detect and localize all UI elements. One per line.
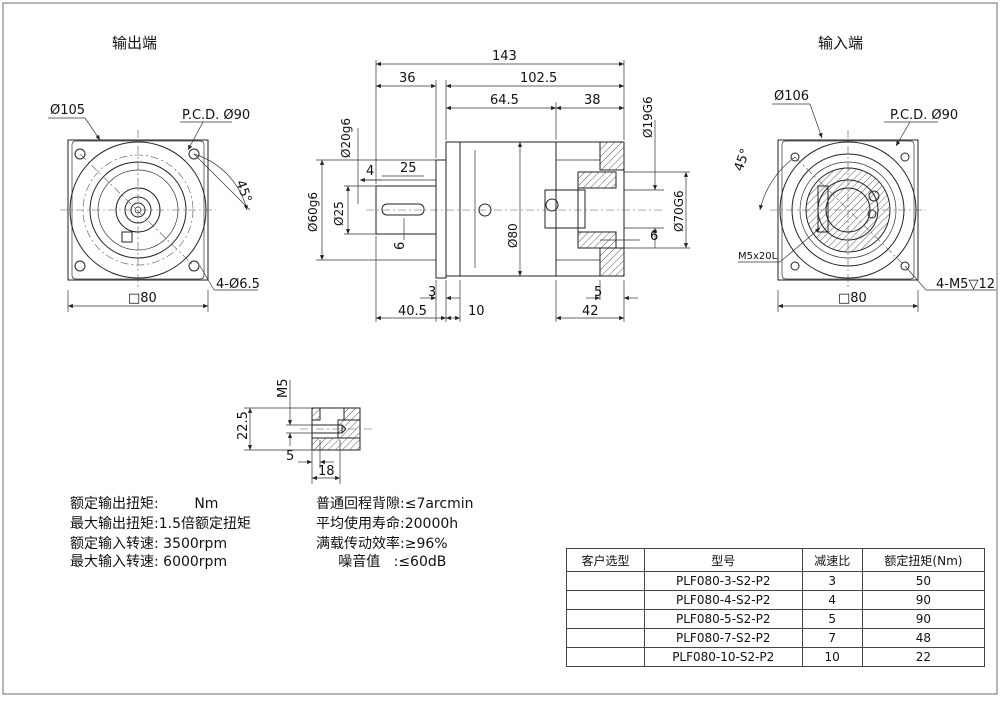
dim-10: 10 bbox=[468, 304, 485, 319]
output-square-label: □80 bbox=[128, 291, 157, 306]
spec-life: 平均使用寿命:20000h bbox=[316, 516, 459, 532]
table-header-row: 客户选型 型号 减速比 额定扭矩(Nm) bbox=[566, 548, 986, 572]
input-holes-label: 4-M5▽12 bbox=[936, 277, 995, 292]
dim-phi70: Ø70G6 bbox=[672, 190, 686, 232]
input-screw-label: M5x20L bbox=[738, 251, 778, 262]
cell-ratio: 4 bbox=[801, 590, 863, 610]
model-selection-table: 客户选型 型号 减速比 额定扭矩(Nm) PLF080-3-S2-P2 3 50… bbox=[566, 548, 986, 667]
header-model: 型号 bbox=[643, 548, 803, 572]
cell-model: PLF080-4-S2-P2 bbox=[643, 590, 803, 610]
detail-22-5-label: 22.5 bbox=[236, 411, 251, 440]
cell-model: PLF080-10-S2-P2 bbox=[643, 647, 803, 667]
dim-phi20: Ø20g6 bbox=[339, 118, 353, 158]
header-torque: 额定扭矩(Nm) bbox=[861, 548, 986, 572]
input-angle-label: 45° bbox=[732, 147, 754, 174]
dim-38: 38 bbox=[584, 93, 601, 108]
detail-m5-label: M5 bbox=[276, 379, 291, 399]
cell-ratio: 3 bbox=[801, 571, 863, 591]
output-angle-label: 45° bbox=[232, 178, 254, 205]
dim-40-5: 40.5 bbox=[398, 304, 427, 319]
cell-torque: 22 bbox=[861, 647, 986, 667]
shaft-end-detail bbox=[244, 380, 372, 484]
header-ratio: 减速比 bbox=[801, 548, 863, 572]
dim-phi80: Ø80 bbox=[506, 223, 520, 248]
output-end-title: 输出端 bbox=[112, 34, 157, 52]
output-dia105-label: Ø105 bbox=[50, 103, 85, 118]
table-row: PLF080-4-S2-P2 4 90 bbox=[566, 590, 986, 610]
dim-phi25: Ø25 bbox=[332, 201, 346, 226]
dim-4: 4 bbox=[366, 164, 374, 179]
output-end-view bbox=[48, 117, 258, 312]
spec-max-torque: 最大输出扭矩:1.5倍额定扭矩 bbox=[70, 516, 251, 532]
dim-phi19: Ø19G6 bbox=[641, 96, 655, 138]
cell-torque: 90 bbox=[861, 609, 986, 629]
cell-select[interactable] bbox=[566, 571, 645, 591]
table-row: PLF080-3-S2-P2 3 50 bbox=[566, 571, 986, 591]
cell-select[interactable] bbox=[566, 628, 645, 648]
dim-102-5: 102.5 bbox=[520, 71, 557, 86]
cell-torque: 90 bbox=[861, 590, 986, 610]
cell-ratio: 10 bbox=[801, 647, 863, 667]
detail-18-label: 18 bbox=[318, 464, 335, 479]
spec-rated-speed: 额定输入转速: 3500rpm bbox=[70, 536, 228, 552]
dim-25: 25 bbox=[400, 161, 417, 176]
cell-select[interactable] bbox=[566, 590, 645, 610]
cell-model: PLF080-3-S2-P2 bbox=[643, 571, 803, 591]
input-dia106-label: Ø106 bbox=[774, 89, 809, 104]
cell-torque: 48 bbox=[861, 628, 986, 648]
dim-6b: 6 bbox=[650, 229, 658, 244]
dim-143: 143 bbox=[492, 49, 517, 64]
input-end-view bbox=[738, 103, 996, 312]
dim-3: 3 bbox=[428, 285, 436, 300]
cell-select[interactable] bbox=[566, 609, 645, 629]
cell-ratio: 5 bbox=[801, 609, 863, 629]
output-pcd-label: P.C.D. Ø90 bbox=[182, 108, 250, 123]
cell-ratio: 7 bbox=[801, 628, 863, 648]
dim-phi60: Ø60g6 bbox=[306, 192, 320, 232]
dim-42: 42 bbox=[582, 304, 599, 319]
input-square-label: □80 bbox=[838, 291, 867, 306]
cell-model: PLF080-5-S2-P2 bbox=[643, 609, 803, 629]
dim-6: 6 bbox=[393, 242, 408, 250]
spec-noise: 噪音值 :≤60dB bbox=[316, 554, 447, 570]
detail-5-label: 5 bbox=[286, 449, 294, 464]
spec-backlash: 普通回程背隙:≤7arcmin bbox=[316, 496, 474, 512]
input-end-title: 输入端 bbox=[818, 34, 863, 52]
spec-rated-torque: 额定输出扭矩: Nm bbox=[70, 496, 219, 512]
side-view bbox=[316, 60, 690, 322]
dim-36: 36 bbox=[399, 71, 416, 86]
cell-model: PLF080-7-S2-P2 bbox=[643, 628, 803, 648]
header-select: 客户选型 bbox=[566, 548, 645, 572]
input-pcd-label: P.C.D. Ø90 bbox=[890, 108, 958, 123]
cell-torque: 50 bbox=[861, 571, 986, 591]
cell-select[interactable] bbox=[566, 647, 645, 667]
table-row: PLF080-7-S2-P2 7 48 bbox=[566, 628, 986, 648]
dim-5: 5 bbox=[594, 285, 602, 300]
output-holes-label: 4-Ø6.5 bbox=[216, 277, 260, 292]
spec-efficiency: 满载传动效率:≥96% bbox=[316, 536, 448, 552]
dim-64-5: 64.5 bbox=[490, 93, 519, 108]
spec-max-speed: 最大输入转速: 6000rpm bbox=[70, 554, 228, 570]
table-row: PLF080-10-S2-P2 10 22 bbox=[566, 647, 986, 667]
table-row: PLF080-5-S2-P2 5 90 bbox=[566, 609, 986, 629]
